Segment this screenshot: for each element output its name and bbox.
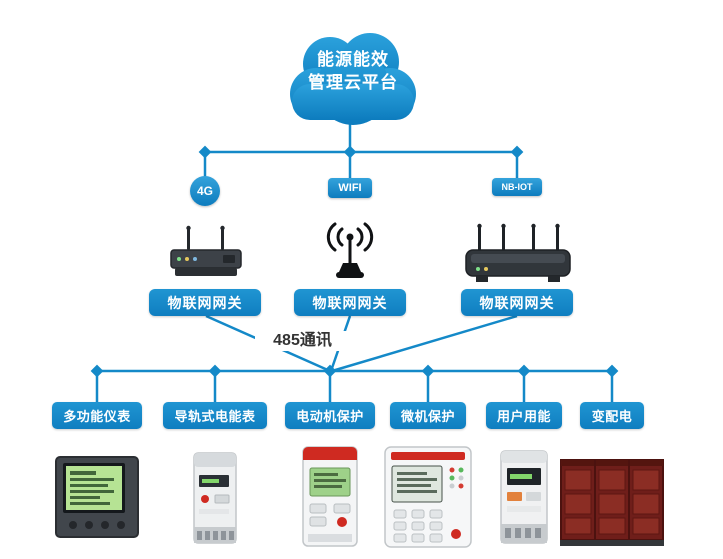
badge-wifi: WIFI (328, 178, 372, 198)
router-4g-icon (170, 225, 242, 276)
device-image-distribution-cabinet (560, 459, 664, 546)
wifi-antenna-icon (326, 222, 374, 278)
bus-label-485: 485通讯 (255, 331, 350, 351)
gateway-label-nbiot: 物联网网关 (461, 289, 573, 316)
junction-diamond-nodes (90, 145, 619, 378)
device-label-user-energy: 用户用能 (486, 402, 562, 429)
badge-nbiot: NB-IOT (492, 178, 542, 196)
device-image-motor-protection (302, 446, 358, 547)
cloud-title: 能源能效 管理云平台 (278, 48, 428, 94)
badge-4g: 4G (190, 176, 220, 206)
cloud-icon (290, 33, 416, 125)
gateway-label-wifi: 物联网网关 (294, 289, 406, 316)
router-nbiot-icon (465, 223, 571, 282)
device-label-motor-protection: 电动机保护 (285, 402, 375, 429)
gateway-label-4g: 物联网网关 (149, 289, 261, 316)
cloud-title-line1: 能源能效 (317, 50, 389, 69)
device-label-din-rail-energy-meter: 导轨式电能表 (163, 402, 267, 429)
device-image-user-energy-meter (500, 450, 548, 544)
device-label-micro-protection: 微机保护 (390, 402, 466, 429)
device-label-power-distribution: 变配电 (580, 402, 644, 429)
device-image-micro-protection (384, 446, 472, 548)
device-image-multifunction-meter (55, 456, 139, 538)
cloud-title-line2: 管理云平台 (308, 73, 398, 92)
device-image-din-rail-energy-meter (193, 452, 237, 544)
device-label-multifunction-meter: 多功能仪表 (52, 402, 142, 429)
